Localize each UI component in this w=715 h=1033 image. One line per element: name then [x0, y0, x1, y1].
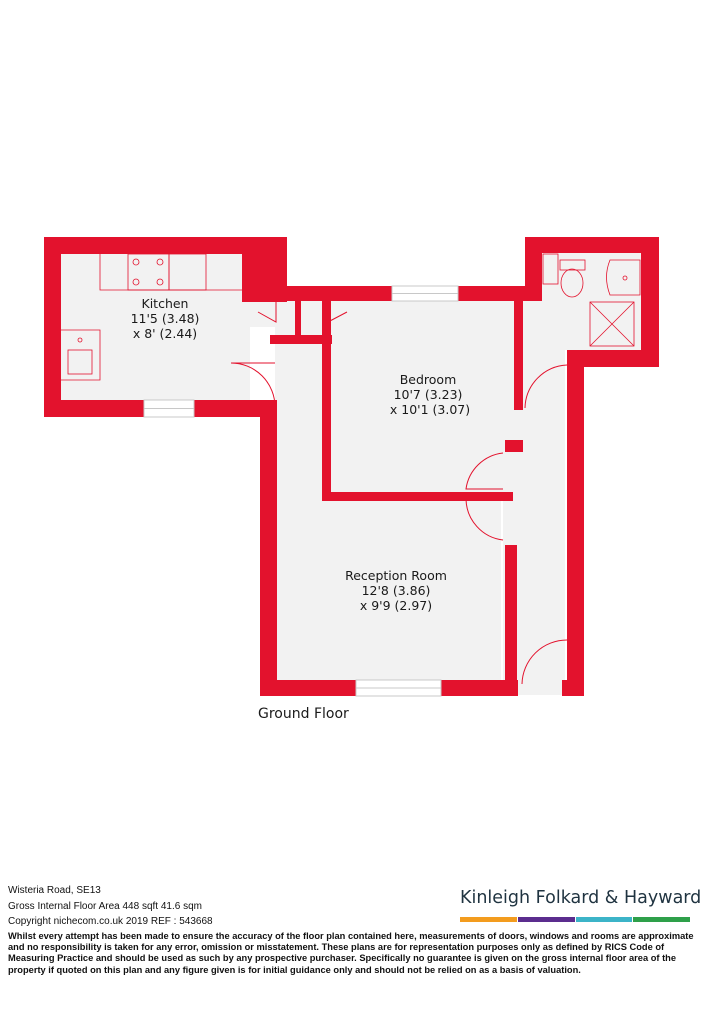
- svg-text:Kitchen: Kitchen: [142, 296, 189, 311]
- address: Wisteria Road, SE13: [8, 885, 101, 896]
- walls: [44, 237, 659, 696]
- doors: [230, 302, 568, 685]
- floor-label: Ground Floor: [258, 706, 349, 722]
- svg-text:12'8 (3.86): 12'8 (3.86): [362, 583, 431, 598]
- svg-text:x 9'9 (2.97): x 9'9 (2.97): [360, 598, 432, 613]
- brand-bar-orange: [460, 917, 517, 922]
- svg-text:10'7 (3.23): 10'7 (3.23): [394, 387, 463, 402]
- floor-plan: Kitchen 11'5 (3.48) x 8' (2.44) Bedroom …: [44, 237, 659, 697]
- brand-logo: Kinleigh Folkard & Hayward: [460, 888, 702, 908]
- svg-text:Reception Room: Reception Room: [345, 568, 447, 583]
- svg-text:Bedroom: Bedroom: [400, 372, 457, 387]
- brand-bar-green: [633, 917, 690, 922]
- room-label-reception: Reception Room 12'8 (3.86) x 9'9 (2.97): [345, 568, 447, 613]
- windows: [143, 285, 459, 697]
- brand-bar-purple: [518, 917, 575, 922]
- bathroom-fixtures: [542, 253, 641, 347]
- svg-text:x 8' (2.44): x 8' (2.44): [133, 326, 197, 341]
- disclaimer: Whilst every attempt has been made to en…: [8, 931, 694, 975]
- svg-text:x 10'1 (3.07): x 10'1 (3.07): [390, 402, 470, 417]
- room-label-bedroom: Bedroom 10'7 (3.23) x 10'1 (3.07): [390, 372, 470, 417]
- floor-areas: [60, 253, 642, 695]
- room-label-kitchen: Kitchen 11'5 (3.48) x 8' (2.44): [131, 296, 200, 341]
- floor-area: Gross Internal Floor Area 448 sqft 41.6 …: [8, 901, 202, 912]
- brand-bar-teal: [576, 917, 632, 922]
- kitchen-fixtures: [61, 253, 242, 381]
- copyright: Copyright nichecom.co.uk 2019 REF : 5436…: [8, 916, 213, 927]
- svg-text:11'5 (3.48): 11'5 (3.48): [131, 311, 200, 326]
